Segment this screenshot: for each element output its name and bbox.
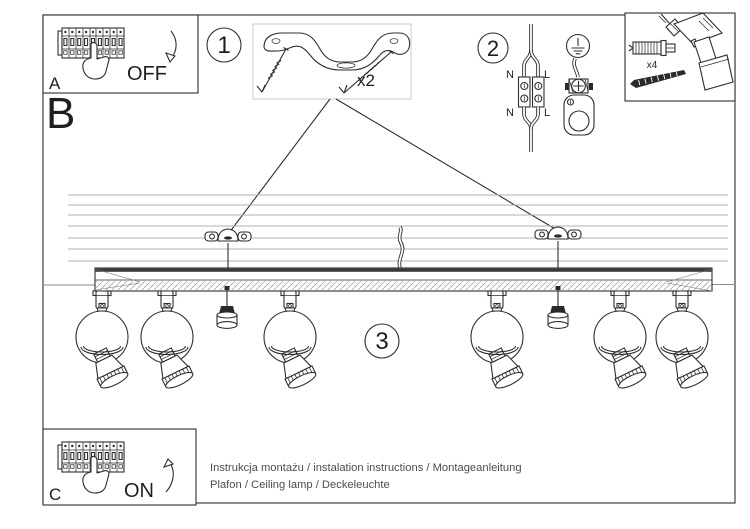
mounting-screw-icon [338,49,394,94]
ceiling-bracket-icon [534,226,582,240]
spotlight [470,290,526,392]
ground-clamp-icon [563,57,595,136]
mounting-track [94,267,713,292]
terminal-block-icon [517,24,545,152]
spotlight [593,290,649,392]
spotlight [655,290,711,392]
screw-icon [630,70,686,88]
step1-badge-circle [206,27,242,63]
step1-item-box [252,23,412,100]
step3-badge: 3 [375,328,388,355]
main-panel-border [42,14,736,504]
on-arrowhead-icon [162,458,175,468]
power-off-panel: A OFF [42,14,199,94]
step3-badge-circle [364,323,400,359]
panel-a-label: A [49,74,61,93]
terminal-n-bottom-label: N [506,107,514,119]
assembly-leader-lines [228,98,558,234]
spotlight [263,290,319,392]
spotlight [75,290,131,392]
terminal-n-top-label: N [506,69,514,81]
off-state-label: OFF [127,63,167,85]
spotlight [140,290,196,392]
footer-text: Instrukcja montażu / instalation instruc… [210,462,522,491]
footer-line1: Instrukcja montażu / instalation instruc… [210,462,522,474]
gu10-bulb-drop-icon [547,285,569,329]
drill-icon [658,12,734,91]
power-cable-icon [397,225,405,269]
mounting-screw-icon [256,47,289,93]
bracket-drop-lines [227,241,559,268]
ceiling-lines [43,194,735,286]
panel-b-label: B [46,89,75,138]
terminal-l-top-label: L [544,69,550,81]
step1-badge: 1 [217,32,230,59]
ceiling-bracket-icon [263,32,411,71]
wall-plug-icon [628,39,676,57]
step2-badge-circle [477,32,509,64]
off-arrowhead-icon [164,52,176,64]
power-on-panel: C ON [42,428,197,506]
earth-symbol-icon [565,33,591,59]
step1-group: 1 x2 [206,23,558,234]
gu10-bulb-drop-icon [216,285,238,329]
ceiling-bracket-icon [204,228,252,242]
on-state-label: ON [124,480,154,502]
tools-panel: x4 [624,12,736,102]
footer-line2: Plafon / Ceiling lamp / Deckeleuchte [210,479,390,491]
step2-group: 2 N L N L [477,24,595,152]
tools-quantity-label: x4 [647,60,658,71]
step1-quantity-label: x2 [357,71,375,90]
panel-c-label: C [49,485,61,504]
step2-badge: 2 [487,36,499,61]
terminal-l-bottom-label: L [544,107,550,119]
